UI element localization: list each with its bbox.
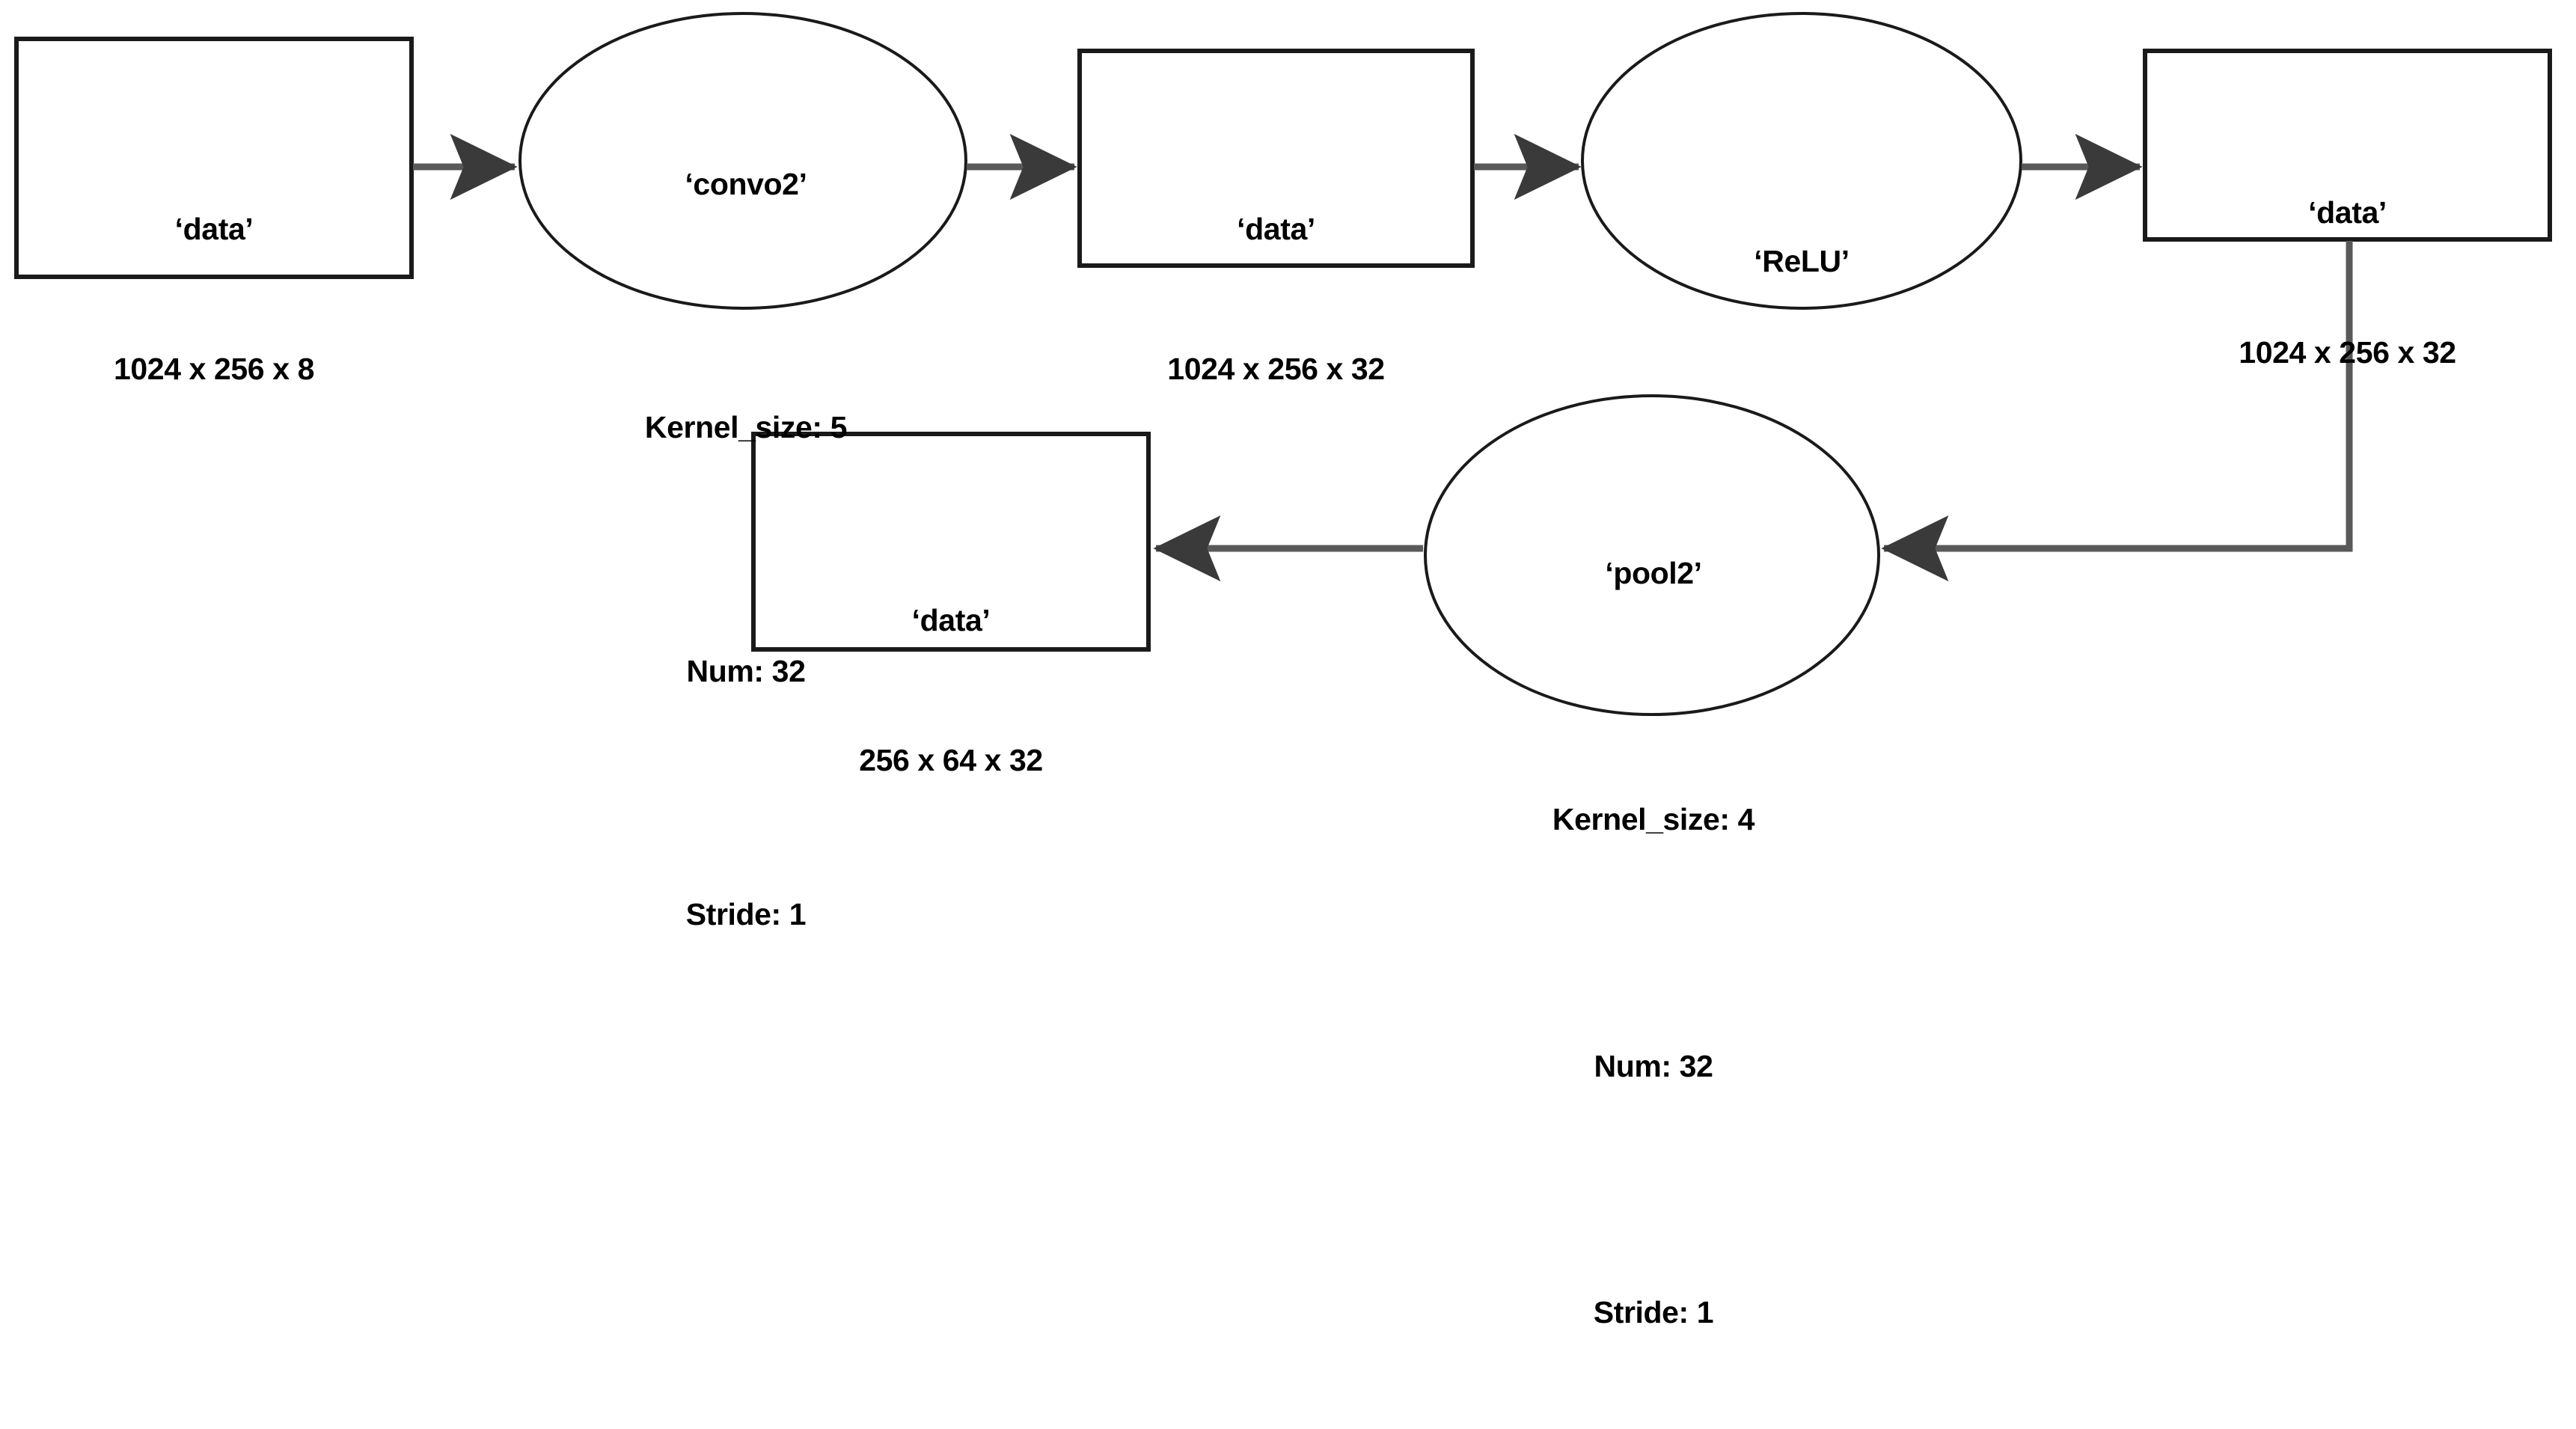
diagram-canvas: ‘data’ 1024 x 256 x 8 ‘convo2’ Kernel_si…	[14, 12, 2552, 1330]
node-pool2[interactable]	[1424, 394, 1880, 716]
node-convo2[interactable]	[518, 12, 967, 310]
node-data4[interactable]	[751, 432, 1151, 652]
diagram-graph	[14, 12, 2552, 716]
node-data1-shape	[14, 37, 414, 279]
edge-data3-to-pool2	[1881, 241, 2353, 582]
node-convo2-spacer-3	[536, 788, 955, 798]
node-data3-shape	[2143, 49, 2552, 242]
node-data3[interactable]	[2143, 49, 2552, 242]
node-data2-shape	[1077, 49, 1475, 268]
node-data1[interactable]	[14, 37, 414, 279]
node-data2[interactable]	[1077, 49, 1475, 268]
node-relu-shape	[1581, 12, 2022, 310]
node-pool2-line-4: Stride: 1	[1593, 1295, 1714, 1330]
node-pool2-shape	[1424, 394, 1880, 716]
node-data4-shape	[751, 432, 1151, 652]
node-pool2-line-3: Num: 32	[1594, 1048, 1713, 1083]
node-convo2-line-4: Stride: 1	[685, 897, 807, 932]
node-pool2-spacer-2	[1444, 936, 1863, 949]
node-convo2-shape	[518, 12, 967, 310]
node-relu[interactable]	[1581, 12, 2022, 310]
node-pool2-spacer-3	[1444, 1183, 1863, 1196]
node-data4-line-2: 256 x 64 x 32	[859, 742, 1043, 777]
node-pool2-line-2: Kernel_size: 4	[1552, 802, 1755, 837]
